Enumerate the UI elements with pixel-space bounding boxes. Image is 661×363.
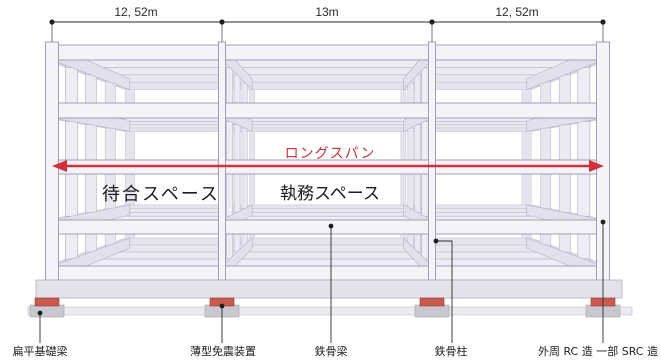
steel-beam bbox=[45, 102, 610, 119]
callout-steel-column: 鉄骨柱 bbox=[434, 345, 468, 358]
dimension-label-center-span: 13m bbox=[315, 5, 339, 19]
leader-steel-column bbox=[437, 240, 453, 343]
callout-dots bbox=[37, 219, 606, 316]
callout-flat-foundation-beam: 扁平基礎梁 bbox=[12, 345, 68, 358]
foundation-base bbox=[35, 279, 623, 299]
arrowhead-right-icon bbox=[589, 160, 604, 172]
callout-dot bbox=[219, 303, 225, 309]
dimension-dot bbox=[219, 19, 225, 25]
steel-column bbox=[428, 41, 436, 281]
steel-column bbox=[218, 41, 226, 281]
callout-dot bbox=[328, 223, 334, 229]
seismic-isolator bbox=[34, 297, 60, 307]
dimension-dot bbox=[600, 19, 606, 25]
dimension-dot bbox=[429, 19, 435, 25]
waiting-space-label: 待合スペース bbox=[102, 184, 220, 205]
flat-foundation-beam bbox=[27, 306, 633, 316]
steel-beam bbox=[45, 44, 610, 61]
callout-outer-structure: 外周 RC 造 一部 SRC 造 bbox=[537, 345, 658, 358]
steel-beam bbox=[45, 265, 610, 281]
steel-beam bbox=[45, 219, 610, 235]
office-space-label: 執務スペース bbox=[280, 184, 380, 204]
callout-leaders bbox=[39, 222, 604, 343]
long-span-arrow bbox=[52, 160, 604, 172]
dimension-line bbox=[49, 19, 606, 42]
callout-dot bbox=[37, 310, 43, 316]
callout-steel-beam: 鉄骨梁 bbox=[314, 345, 348, 358]
foundation bbox=[27, 279, 633, 318]
long-span-label: ロングスパン bbox=[284, 146, 376, 162]
outer-rc-column bbox=[45, 41, 59, 281]
structural-frame bbox=[45, 41, 610, 281]
dimension-label-left-span: 12, 52m bbox=[114, 5, 158, 19]
callout-dot bbox=[600, 219, 606, 225]
dimension-label-right-span: 12, 52m bbox=[495, 5, 539, 19]
footing bbox=[29, 304, 65, 318]
callout-dot bbox=[433, 238, 439, 244]
seismic-isolator bbox=[419, 297, 445, 307]
footing bbox=[414, 304, 450, 318]
callout-seismic-isolator: 薄型免震装置 bbox=[190, 345, 256, 358]
dimension-dot bbox=[49, 19, 55, 25]
arrowhead-left-icon bbox=[52, 160, 67, 172]
